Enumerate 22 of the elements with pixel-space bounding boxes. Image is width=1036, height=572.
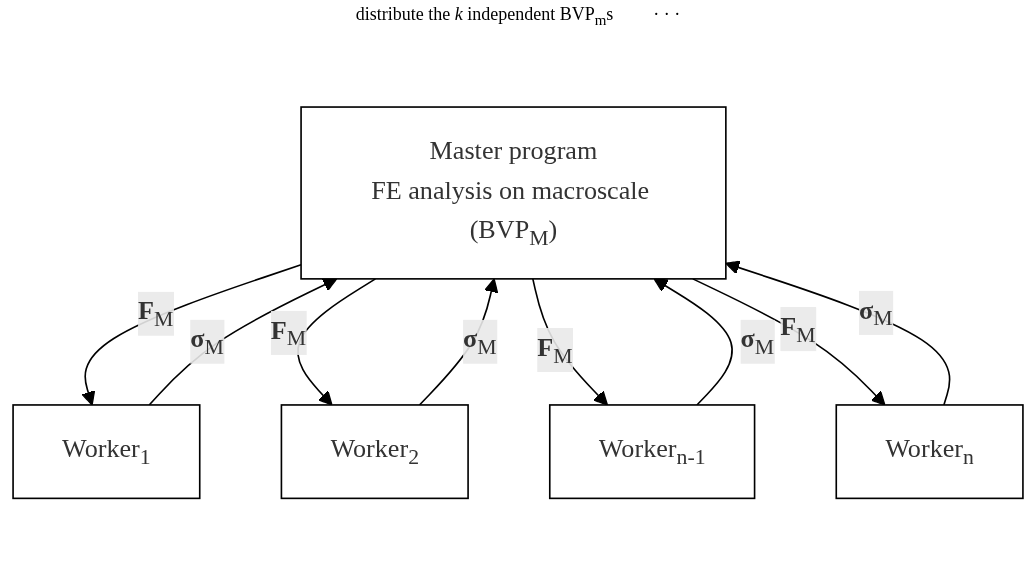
arrow (81, 263, 302, 406)
arrow (148, 277, 338, 406)
node-box: Worker$_{n}$ (835, 403, 1024, 499)
arrow (653, 277, 733, 406)
arrow (418, 277, 499, 406)
edge-label: σ$_{M}$ (463, 324, 497, 359)
note-text: · · · (653, 4, 681, 26)
edge-label: F$_{M}$ (270, 315, 307, 350)
arrow (725, 260, 951, 406)
edge-label: F$_{M}$ (537, 332, 573, 368)
note-text: distribute the k independent BVP$_{m}$s (355, 4, 614, 29)
arrow (692, 277, 886, 406)
edge-label: σ$_{M}$ (740, 324, 775, 359)
arrow (532, 277, 609, 406)
node-box: Worker$_{n-1}$ (548, 403, 756, 499)
edge-label: σ$_{M}$ (859, 295, 893, 330)
node-box: Master program FE analysis on macroscale (BVP$_{M}$) (300, 105, 727, 280)
node-box: Worker$_{2}$ (280, 403, 469, 499)
node-box: Worker$_{1}$ (12, 403, 201, 499)
edge-label: F$_{M}$ (780, 311, 816, 347)
edge-label: F$_{M}$ (138, 296, 174, 331)
edge-label: σ$_{M}$ (190, 324, 224, 359)
